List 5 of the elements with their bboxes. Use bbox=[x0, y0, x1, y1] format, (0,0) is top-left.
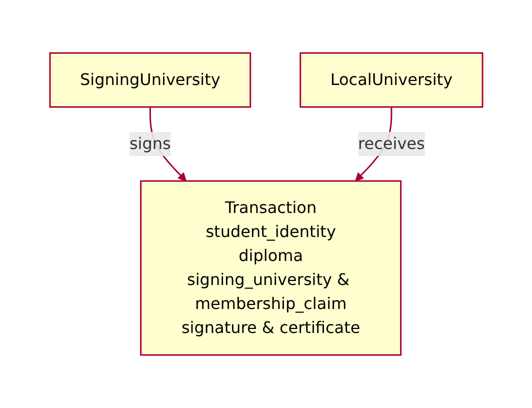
node-box: Transaction student_identity diploma signing_university & membership_claim signature & certificate bbox=[140, 180, 402, 356]
node-box: LocalUniversity bbox=[299, 52, 484, 108]
edge-label: signs bbox=[129, 134, 171, 153]
edge-label: receives bbox=[358, 134, 425, 153]
node-box: SigningUniversity bbox=[48, 52, 251, 108]
